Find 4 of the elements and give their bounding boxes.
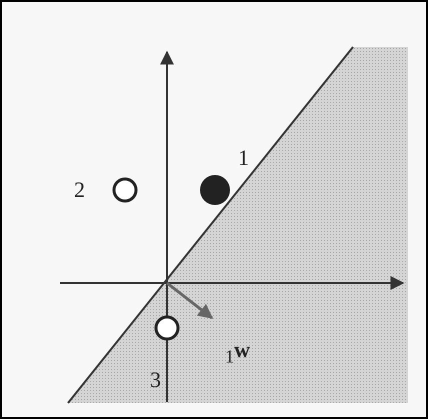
point-number: 1: [238, 146, 249, 170]
vector-label: $_{1}$w: [225, 338, 250, 368]
point-number: 2: [74, 178, 85, 202]
point-number: 3: [150, 368, 161, 392]
